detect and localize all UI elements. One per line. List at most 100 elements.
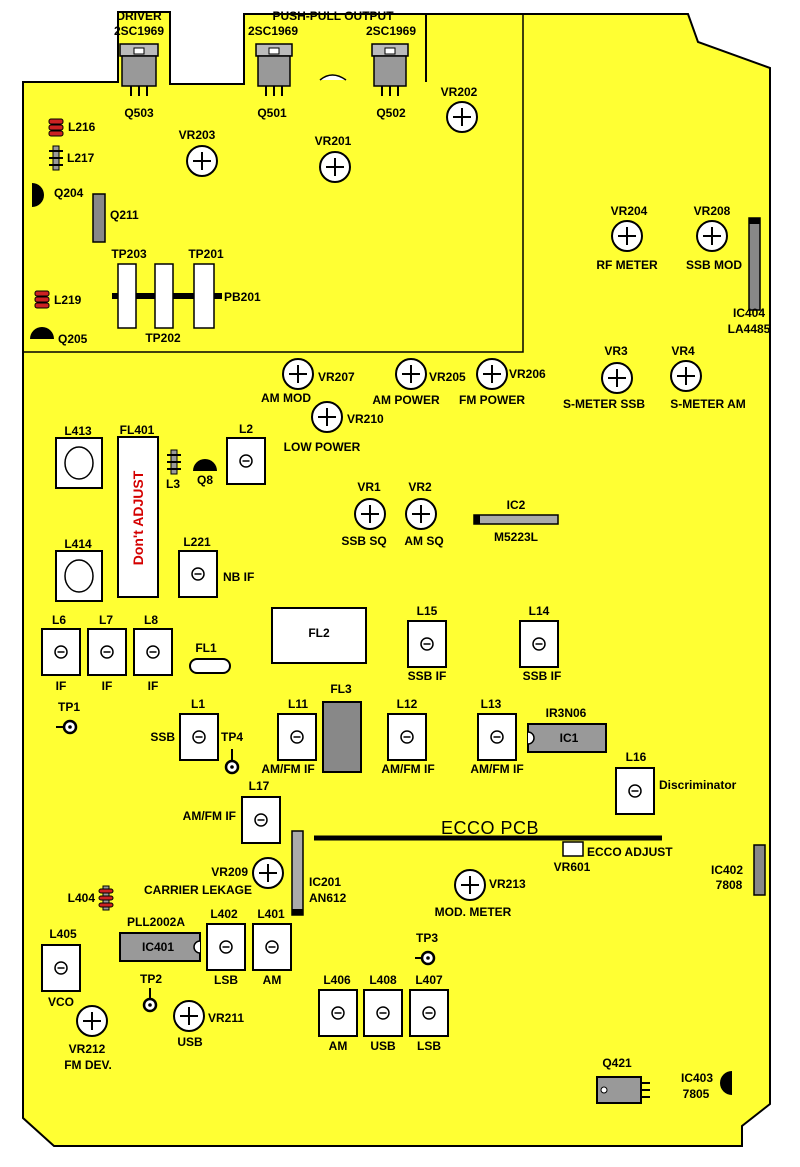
coil-can-l17: [241, 796, 281, 844]
ic401-part-label: PLL2002A: [126, 915, 186, 929]
push-pull-part-1-label: 2SC1969: [247, 24, 299, 38]
ic2-label: IC2: [506, 498, 526, 512]
coil-can-l13: [477, 713, 517, 761]
l406-function-label: AM: [328, 1039, 348, 1053]
coil-l3: [167, 449, 181, 475]
coil-can-l401: [252, 923, 292, 971]
l407-label: L407: [415, 973, 443, 987]
shield-box: [23, 14, 524, 353]
fl3-label: FL3: [330, 682, 352, 696]
trimmer-vr1: [354, 498, 386, 530]
l16-label: L16: [625, 750, 647, 764]
coil-can-l402: [206, 923, 246, 971]
test-point-tp203: [117, 263, 137, 329]
ic-ic404: [748, 217, 761, 311]
l15-function-label: SSB IF: [407, 669, 447, 683]
vr211-label: VR211: [208, 1011, 245, 1025]
vr212-function-label: FM DEV.: [64, 1058, 112, 1072]
coil-can-l8: [133, 628, 173, 676]
push-pull-label: PUSH-PULL OUTPUT: [272, 9, 394, 23]
ecco-pcb-title: ECCO PCB: [440, 818, 540, 838]
ic-ic201: [291, 830, 304, 916]
ic402-part-label: 7808: [715, 878, 743, 892]
vr209-label: VR209: [211, 865, 248, 879]
ic2-part-label: M5223L: [493, 530, 539, 544]
coil-can-l414: [55, 550, 103, 602]
test-point-tp2-pin: [142, 988, 158, 1013]
coil-can-l11: [277, 713, 317, 761]
ic404-part-label: LA4485: [727, 322, 771, 336]
transistor-q8: [193, 459, 217, 471]
vr205-function-label: AM POWER: [372, 393, 440, 407]
test-point-tp1-pin: [56, 719, 78, 735]
q503-label: Q503: [124, 106, 154, 120]
transistor-q501: [255, 43, 293, 96]
l401-function-label: AM: [262, 973, 282, 987]
l6-label: L6: [51, 613, 67, 627]
push-pull-part-2-label: 2SC1969: [365, 24, 417, 38]
q211-label: Q211: [110, 208, 139, 222]
coil-can-l406: [318, 989, 358, 1037]
l7-label: L7: [98, 613, 114, 627]
l216-label: L216: [68, 120, 96, 134]
pb201-label: PB201: [224, 290, 261, 304]
transistor-q205: [30, 327, 54, 339]
trimmer-vr201: [319, 151, 351, 183]
l221-label: L221: [183, 535, 211, 549]
driver-part-label: 2SC1969: [113, 24, 165, 38]
l217-label: L217: [67, 151, 95, 165]
trimmer-vr2: [405, 498, 437, 530]
fl401-dont-adjust-note: Don't ADJUST: [130, 470, 146, 566]
coil-can-l1: [179, 713, 219, 761]
test-point-tp3-pin: [415, 950, 436, 966]
q501-label: Q501: [257, 106, 287, 120]
coil-can-l7: [87, 628, 127, 676]
tp201-label: TP201: [188, 247, 224, 261]
tp1-label: TP1: [57, 700, 81, 714]
l16-function-label: Discriminator: [659, 778, 737, 792]
l13-function-label: AM/FM IF: [470, 762, 524, 776]
vr213-label: VR213: [489, 877, 526, 891]
filter-fl401: [117, 436, 159, 598]
filter-fl1: [189, 658, 231, 674]
vr213-function-label: MOD. METER: [434, 905, 512, 919]
vr210-label: VR210: [347, 412, 384, 426]
coil-can-l12: [387, 713, 427, 761]
coil-can-l221: [178, 550, 218, 598]
fl401-label: FL401: [119, 423, 155, 437]
trimmer-vr209: [252, 857, 284, 889]
q205-label: Q205: [58, 332, 88, 346]
trimmer-vr208: [696, 220, 728, 252]
ic-ic403: [720, 1071, 732, 1095]
tp2-label: TP2: [139, 972, 163, 986]
vr2-function-label: AM SQ: [404, 534, 444, 548]
vr601-function-label: ECCO ADJUST: [587, 845, 673, 859]
coil-can-l6: [41, 628, 81, 676]
transistor-q421: [596, 1076, 650, 1104]
l1-label: L1: [190, 697, 206, 711]
vr204-label: VR204: [610, 204, 648, 218]
ic403-part-label: 7805: [682, 1087, 710, 1101]
vr208-label: VR208: [693, 204, 731, 218]
l8-label: L8: [143, 613, 159, 627]
l11-function-label: AM/FM IF: [261, 762, 315, 776]
ic403-label: IC403: [680, 1071, 714, 1085]
coil-can-l413: [55, 437, 103, 489]
vr1-label: VR1: [357, 480, 381, 494]
tp202-label: TP202: [145, 331, 181, 345]
vr4-function-label: S-METER AM: [670, 397, 746, 411]
trimmer-vr213: [454, 869, 486, 901]
tp4-label: TP4: [220, 730, 244, 744]
trimmer-vr202: [446, 101, 478, 133]
trimmer-vr207: [282, 358, 314, 390]
trimmer-vr211: [173, 1000, 205, 1032]
l6-function-label: IF: [55, 679, 67, 693]
coil-l404: [98, 885, 114, 911]
vr3-label: VR3: [604, 344, 628, 358]
trimmer-vr205: [395, 358, 427, 390]
l406-label: L406: [323, 973, 351, 987]
tp203-label: TP203: [111, 247, 147, 261]
trimmer-vr204: [611, 220, 643, 252]
trimmer-vr601: [562, 841, 584, 857]
